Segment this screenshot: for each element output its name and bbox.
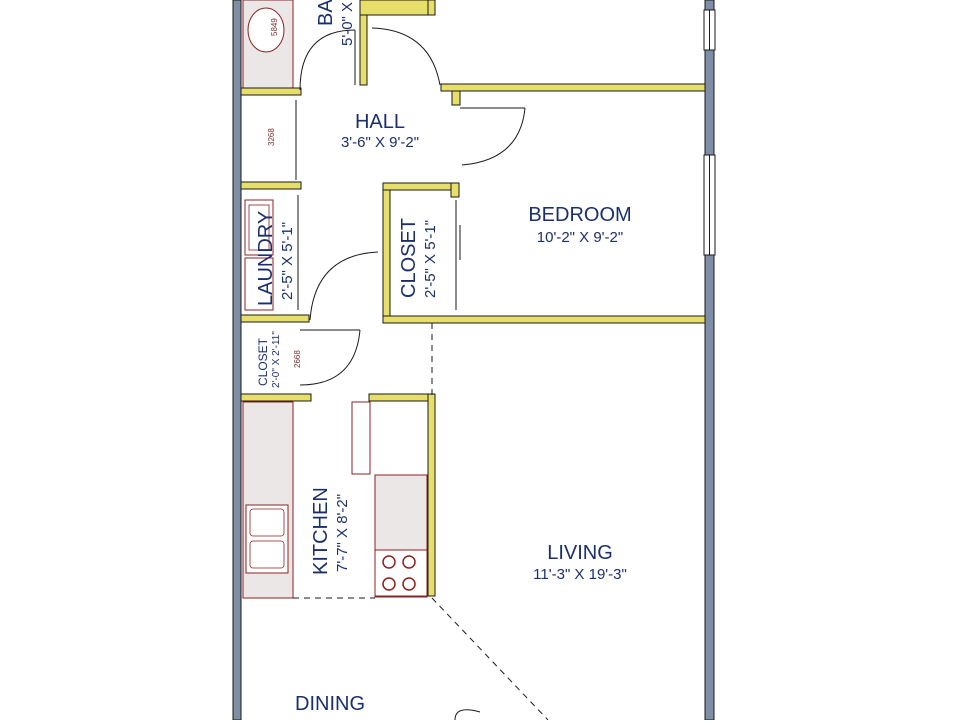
bath-label: BA xyxy=(315,0,337,26)
closet-small-label: CLOSET xyxy=(256,337,270,386)
kitchen-sink-icon xyxy=(245,504,289,574)
closet-bedroom-label: CLOSET xyxy=(398,217,420,298)
wall-closet-left xyxy=(382,182,391,324)
door-swing-hall xyxy=(371,27,441,86)
wall-hall-top xyxy=(240,87,302,96)
exterior-wall-right xyxy=(704,0,715,721)
burner xyxy=(382,577,396,591)
wall-closet-top xyxy=(382,182,459,191)
wall-kitchen-top xyxy=(368,393,436,402)
wall-bath-stub xyxy=(427,0,436,16)
closet-small-dims: 2'-0" X 2'-11" xyxy=(271,331,282,388)
laundry-dims: 2'-5" X 5'-1" xyxy=(279,221,296,300)
wall-bedroom-bottom xyxy=(382,315,706,324)
refrigerator xyxy=(351,401,371,475)
laundry-label: LAUNDRY xyxy=(255,210,277,306)
wall-closet-jamb xyxy=(450,182,460,198)
wall-bedroom-door-jamb xyxy=(451,90,461,106)
bath-dims: 5'-0" X xyxy=(339,1,356,46)
door-swing-bath xyxy=(299,29,356,91)
laundry-dryer xyxy=(244,257,274,311)
wall-bath-right xyxy=(359,0,368,86)
door-swing-bedroom xyxy=(461,107,526,166)
living-label: LIVING xyxy=(547,542,613,564)
dashed-opening-living-dining xyxy=(431,597,549,721)
burner xyxy=(402,577,416,591)
door-code-closet: 2668 xyxy=(293,350,302,368)
hall-label: HALL xyxy=(354,111,406,133)
wall-laundry-top xyxy=(240,181,302,190)
living-dims: 11'-3" X 19'-3" xyxy=(533,566,627,583)
wall-bedroom-top xyxy=(440,83,706,92)
bedroom-dims: 10'-2" X 9'-2" xyxy=(536,229,624,246)
burner xyxy=(382,555,396,569)
stove xyxy=(374,549,428,597)
wall-laundry-bottom xyxy=(240,314,310,323)
wall-closet-small-bottom xyxy=(240,393,312,402)
kitchen-label: KITCHEN xyxy=(310,487,332,575)
exterior-wall-left xyxy=(232,0,242,721)
door-swing-closet xyxy=(299,329,361,386)
wall-kitchen-right xyxy=(427,393,436,597)
door-code-hall: 3268 xyxy=(267,128,276,146)
hall-dims: 3'-6" X 9'-2" xyxy=(340,134,420,151)
bedroom-label: BEDROOM xyxy=(528,204,632,226)
burner xyxy=(402,555,416,569)
dining-label: DINING xyxy=(295,693,365,715)
door-code-bath: 5849 xyxy=(270,18,279,36)
bath-sink-icon xyxy=(247,7,285,53)
closet-bedroom-dims: 2'-5" X 5'-1" xyxy=(422,219,439,298)
door-swing-laundry xyxy=(309,251,379,321)
kitchen-dims: 7'-7" X 8'-2" xyxy=(334,493,351,572)
door-swing-dining xyxy=(454,709,481,721)
wall-bath-top xyxy=(359,0,436,16)
laundry-washer xyxy=(244,199,274,256)
